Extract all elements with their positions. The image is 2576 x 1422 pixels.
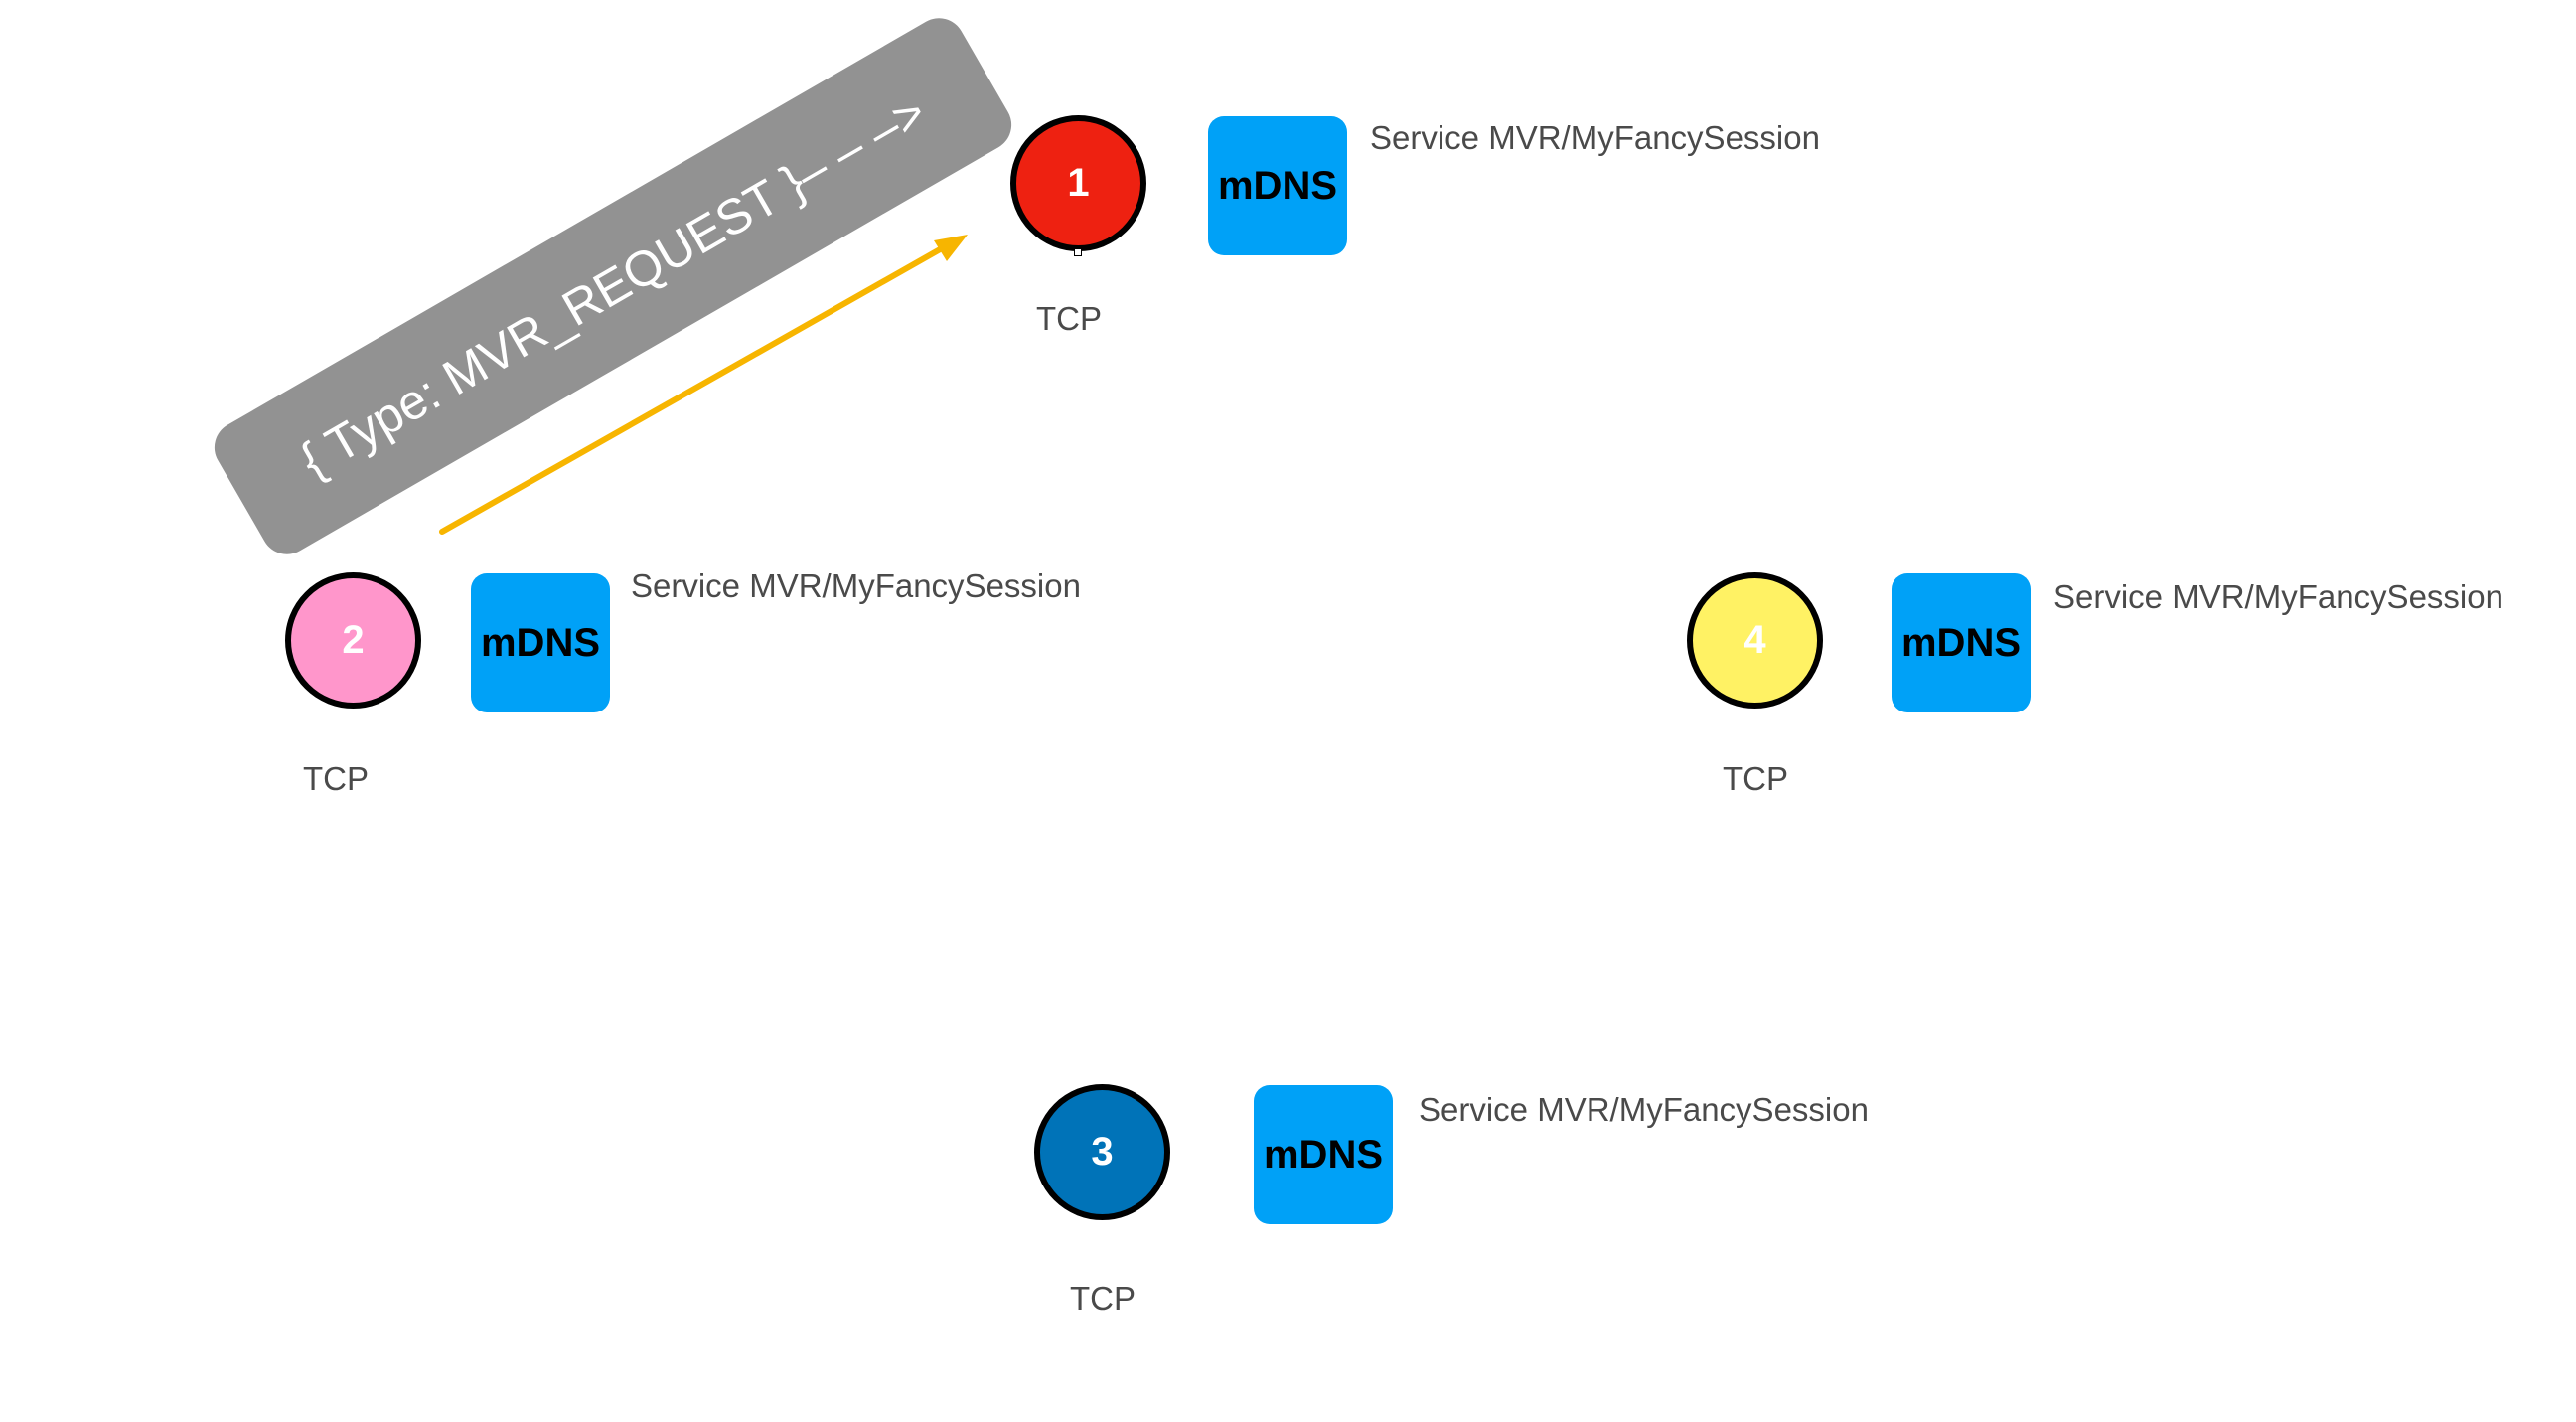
node-2-mdns-label: mDNS [480, 620, 601, 665]
node-1-number: 1 [1067, 161, 1090, 205]
node-2-tcp-label: TCP [303, 760, 369, 797]
node-1-tcp-label: TCP [1036, 300, 1102, 337]
node-4-tcp-label: TCP [1723, 760, 1788, 797]
node-1-service-label: Service MVR/MyFancySession [1370, 119, 1820, 156]
node-3-mdns-label: mDNS [1263, 1132, 1384, 1177]
node-3-tcp-label: TCP [1070, 1280, 1136, 1317]
node-2-mdns-badge: mDNS [471, 573, 610, 712]
node-1-handle[interactable] [1074, 248, 1082, 256]
node-2[interactable]: 2 [285, 572, 421, 709]
node-3[interactable]: 3 [1034, 1084, 1170, 1220]
node-2-service-label: Service MVR/MyFancySession [631, 567, 1081, 604]
node-3-service-label: Service MVR/MyFancySession [1419, 1091, 1869, 1128]
node-4-number: 4 [1743, 618, 1766, 662]
node-3-number: 3 [1091, 1130, 1114, 1174]
node-1-mdns-label: mDNS [1217, 163, 1338, 208]
node-4-mdns-badge: mDNS [1892, 573, 2031, 712]
node-4-service-label: Service MVR/MyFancySession [2053, 578, 2503, 615]
node-1[interactable]: 1 [1010, 115, 1146, 251]
node-4-mdns-label: mDNS [1900, 620, 2022, 665]
node-1-mdns-badge: mDNS [1208, 116, 1347, 255]
node-2-number: 2 [342, 618, 365, 662]
node-3-mdns-badge: mDNS [1254, 1085, 1393, 1224]
node-4[interactable]: 4 [1687, 572, 1823, 709]
